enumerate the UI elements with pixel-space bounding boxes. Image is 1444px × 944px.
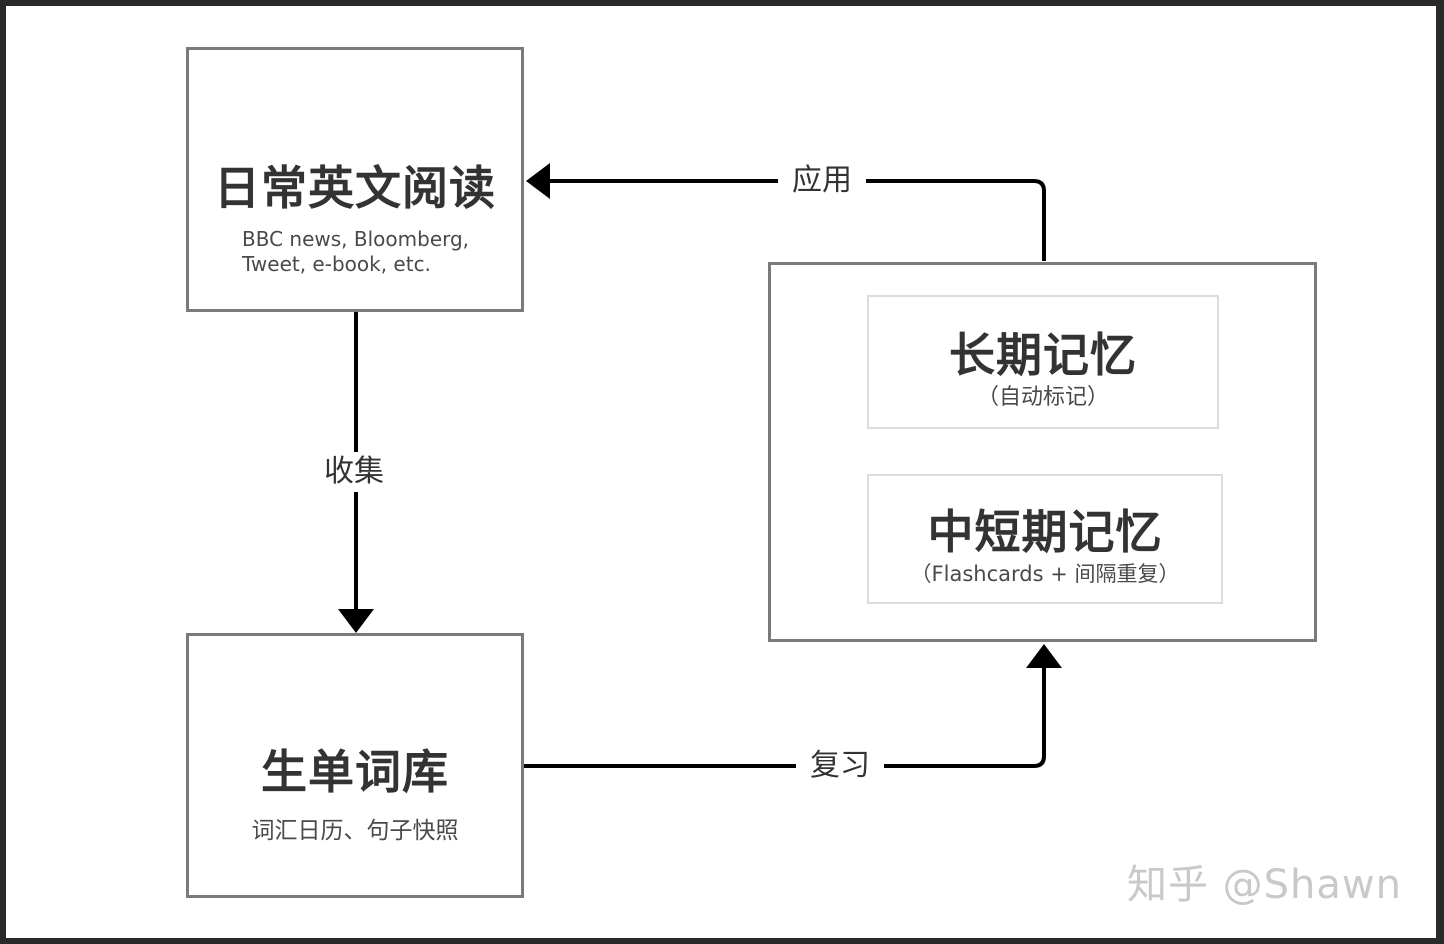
arrows-layer xyxy=(338,163,1062,768)
collect-arrow-head xyxy=(338,609,374,633)
review-label: 复习 xyxy=(796,746,884,786)
diagram-canvas: 日常英文阅读 BBC news, Bloomberg, Tweet, e-boo… xyxy=(6,6,1436,938)
apply-label: 应用 xyxy=(778,161,866,201)
reading-sources-line2: Tweet, e-book, etc. xyxy=(242,252,431,276)
long-term-memory-subtitle: （自动标记） xyxy=(976,385,1109,410)
vocab-node: 生单词库 词汇日历、句子快照 xyxy=(186,633,524,898)
reading-title: 日常英文阅读 xyxy=(214,161,496,215)
watermark: 知乎 @Shawn xyxy=(1126,862,1402,908)
review-arrow-head xyxy=(1026,644,1062,668)
reading-node: 日常英文阅读 BBC news, Bloomberg, Tweet, e-boo… xyxy=(186,47,524,312)
short-term-memory-subtitle: （Flashcards + 间隔重复） xyxy=(910,562,1180,586)
review-arrow-line xyxy=(524,666,1046,768)
vocab-title: 生单词库 xyxy=(261,745,449,799)
long-term-memory-title: 长期记忆 xyxy=(949,328,1137,382)
short-term-memory-title: 中短期记忆 xyxy=(927,505,1163,559)
short-term-memory-box: 中短期记忆 （Flashcards + 间隔重复） xyxy=(867,474,1223,604)
memory-node: 长期记忆 （自动标记） 中短期记忆 （Flashcards + 间隔重复） xyxy=(768,262,1317,642)
vocab-subtitle: 词汇日历、句子快照 xyxy=(251,818,459,844)
apply-arrow-head xyxy=(526,163,550,199)
apply-arrow-line xyxy=(548,179,1046,261)
collect-label: 收集 xyxy=(310,452,398,492)
reading-sources-line1: BBC news, Bloomberg, xyxy=(242,227,470,251)
long-term-memory-box: 长期记忆 （自动标记） xyxy=(867,295,1219,429)
